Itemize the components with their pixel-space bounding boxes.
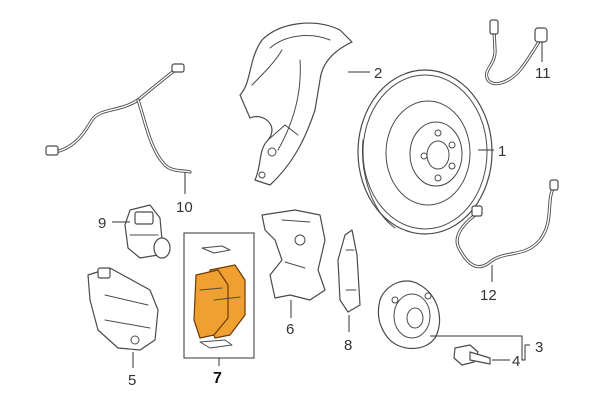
brake-pad-front <box>193 269 229 339</box>
spring-clip <box>337 229 361 313</box>
brake-disc <box>357 69 493 235</box>
dust-shield <box>239 22 353 186</box>
callout-6: 6 <box>286 321 294 338</box>
callout-7: 7 <box>213 370 222 387</box>
caliper-housing <box>87 267 159 351</box>
wear-sensor-left <box>45 63 192 174</box>
wheel-bolt <box>453 344 491 366</box>
callout-10: 10 <box>176 199 193 216</box>
callout-12: 12 <box>480 287 497 304</box>
wheel-hub <box>377 280 441 350</box>
brake-pad-set <box>193 245 246 349</box>
wear-sensor-top <box>485 19 548 86</box>
callout-4: 4 <box>512 353 520 370</box>
caliper-carrier <box>261 209 326 301</box>
callout-9: 9 <box>98 215 106 232</box>
callout-2: 2 <box>374 65 382 82</box>
callout-8: 8 <box>344 337 352 354</box>
callout-3: 3 <box>535 339 543 356</box>
brake-actuator <box>124 204 171 259</box>
leader-3-bracket <box>430 335 530 361</box>
wear-sensor-right <box>455 179 559 269</box>
callout-11: 11 <box>535 65 551 82</box>
callout-5: 5 <box>128 372 136 389</box>
callout-1: 1 <box>498 143 506 160</box>
